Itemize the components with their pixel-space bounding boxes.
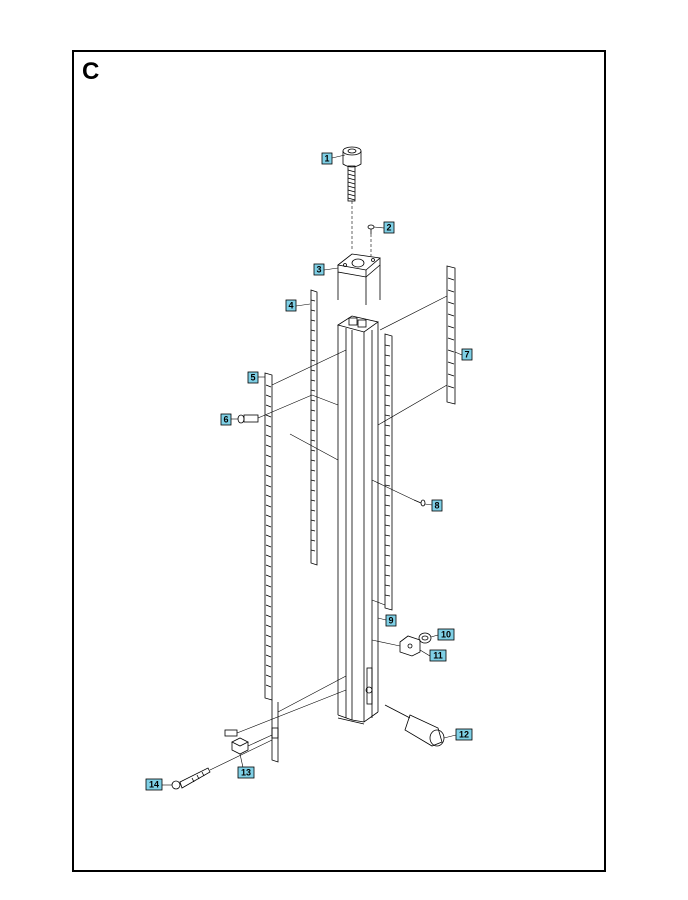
callouts: 1 2 3 4 5 6 7 8 9 10 11 12 13 14 bbox=[145, 152, 473, 791]
diagram-frame bbox=[72, 50, 606, 872]
callout-3: 3 bbox=[313, 263, 325, 276]
callout-12: 12 bbox=[455, 728, 473, 741]
svg-text:9: 9 bbox=[388, 616, 393, 626]
part-9-column bbox=[337, 265, 381, 725]
callout-2: 2 bbox=[383, 221, 395, 234]
svg-text:7: 7 bbox=[464, 350, 469, 360]
part-8-pin bbox=[413, 499, 426, 507]
svg-text:2: 2 bbox=[386, 223, 391, 233]
svg-text:4: 4 bbox=[288, 301, 293, 311]
part-5-rack-strip bbox=[264, 372, 279, 763]
callout-7: 7 bbox=[461, 348, 473, 361]
callout-11: 11 bbox=[429, 649, 447, 662]
callout-4: 4 bbox=[285, 299, 297, 312]
svg-text:14: 14 bbox=[149, 780, 159, 790]
part-11-bracket bbox=[399, 635, 421, 657]
callout-14: 14 bbox=[145, 778, 163, 791]
svg-text:13: 13 bbox=[241, 768, 251, 778]
svg-text:6: 6 bbox=[223, 415, 228, 425]
part-3-top-cap bbox=[337, 253, 381, 278]
callout-13: 13 bbox=[237, 766, 255, 779]
guide-lines bbox=[209, 201, 448, 771]
scale-right bbox=[384, 333, 393, 611]
callout-8: 8 bbox=[431, 499, 443, 512]
part-2-screw bbox=[367, 224, 375, 234]
callout-6: 6 bbox=[220, 413, 232, 426]
part-1-bolt-knob bbox=[342, 146, 362, 202]
svg-text:3: 3 bbox=[316, 265, 321, 275]
part-4-scale-left bbox=[310, 289, 318, 566]
svg-text:12: 12 bbox=[459, 730, 469, 740]
svg-text:11: 11 bbox=[433, 651, 443, 661]
part-7-scale-strip bbox=[446, 265, 456, 405]
svg-text:10: 10 bbox=[441, 630, 451, 640]
svg-text:8: 8 bbox=[434, 501, 439, 511]
part-14-bolt bbox=[171, 767, 211, 790]
callout-1: 1 bbox=[321, 152, 333, 165]
part-6-screw bbox=[237, 414, 259, 424]
section-letter: C bbox=[82, 58, 100, 85]
svg-text:5: 5 bbox=[250, 373, 255, 383]
part-13-plate bbox=[224, 729, 249, 755]
callout-9: 9 bbox=[385, 614, 397, 627]
part-10-nut bbox=[418, 632, 432, 644]
callout-10: 10 bbox=[437, 628, 455, 641]
callout-5: 5 bbox=[247, 371, 259, 384]
part-12-grip bbox=[384, 704, 445, 747]
svg-text:1: 1 bbox=[324, 154, 329, 164]
